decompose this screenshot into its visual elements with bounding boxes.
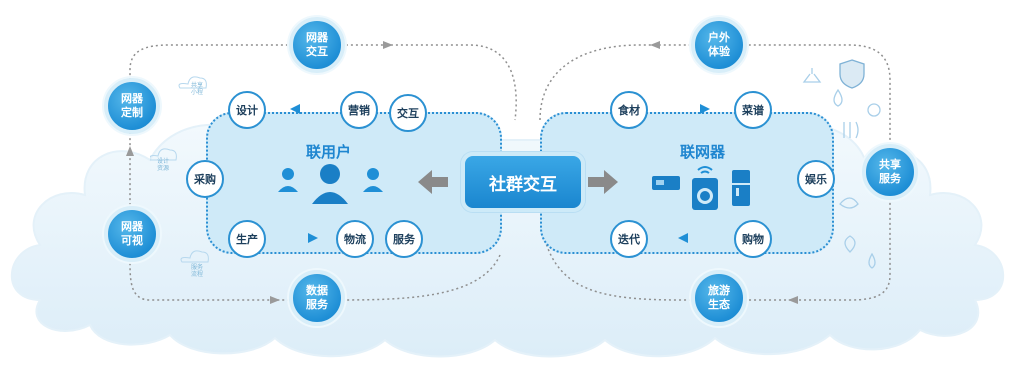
node-network-custom: 网器 定制 bbox=[104, 78, 160, 134]
arrow-right-icon bbox=[588, 170, 618, 194]
faint-label-3: 服务 流程 bbox=[190, 264, 203, 278]
gamepad-icon bbox=[867, 103, 881, 117]
faint-cloud-icons bbox=[150, 76, 209, 263]
left-outer-loop bbox=[129, 44, 517, 301]
node-shopping: 购物 bbox=[734, 220, 772, 258]
hanger-icon bbox=[802, 68, 822, 83]
arrow-ingredients-to-recipes bbox=[700, 104, 710, 114]
fridge-icon bbox=[732, 170, 750, 206]
outer-arrow-4 bbox=[788, 296, 798, 304]
node-purchase: 采购 bbox=[186, 160, 224, 198]
faint-label-1: 共享 小程 bbox=[190, 82, 203, 96]
right-outer-loop bbox=[539, 44, 891, 301]
left-panel-title: 联用户 bbox=[306, 143, 352, 161]
node-iteration: 迭代 bbox=[610, 220, 648, 258]
outer-arrow-3 bbox=[650, 41, 660, 49]
drop-icon bbox=[833, 88, 843, 107]
outer-arrow-5 bbox=[126, 146, 134, 156]
node-production: 生产 bbox=[228, 220, 266, 258]
node-network-visual: 网器 可视 bbox=[104, 206, 160, 262]
arrow-marketing-to-design bbox=[290, 104, 300, 114]
cloud-icon bbox=[150, 148, 177, 161]
node-interaction: 交互 bbox=[389, 94, 427, 132]
cloud-icon bbox=[178, 76, 207, 89]
arrow-shopping-to-iteration bbox=[678, 233, 688, 243]
appliance-icons bbox=[652, 166, 750, 210]
node-design: 设计 bbox=[228, 91, 266, 129]
fork-icon bbox=[843, 121, 859, 139]
wifi-icon bbox=[697, 166, 713, 174]
node-marketing: 营销 bbox=[340, 91, 378, 129]
arrow-production-to-logistics bbox=[308, 233, 318, 243]
node-logistics: 物流 bbox=[336, 220, 374, 258]
leaf-icon bbox=[839, 197, 859, 209]
outer-arrow-1 bbox=[383, 41, 393, 49]
drop-icon bbox=[868, 252, 876, 269]
heart-icon bbox=[844, 235, 856, 253]
center-social-interaction: 社群交互 bbox=[461, 152, 585, 212]
appliance-icon bbox=[652, 176, 680, 190]
cloud-icon bbox=[180, 250, 209, 263]
node-ingredients: 食材 bbox=[610, 91, 648, 129]
users-icon bbox=[278, 164, 383, 204]
faint-label-2: 设计 资源 bbox=[156, 158, 169, 172]
node-recipes: 菜谱 bbox=[734, 91, 772, 129]
right-panel-title: 联网器 bbox=[680, 143, 726, 161]
node-network-interaction: 网器 交互 bbox=[289, 17, 345, 73]
shield-icon bbox=[839, 59, 865, 89]
node-outdoor: 户外 体验 bbox=[691, 17, 747, 73]
node-entertainment: 娱乐 bbox=[797, 160, 835, 198]
node-data-service: 数据 服务 bbox=[289, 270, 345, 326]
node-service: 服务 bbox=[385, 220, 423, 258]
washing-machine-icon bbox=[692, 178, 718, 210]
outer-arrow-2 bbox=[270, 296, 280, 304]
arrow-left-icon bbox=[418, 170, 448, 194]
faint-decor-icons bbox=[802, 59, 881, 269]
node-sharing-service: 共享 服务 bbox=[862, 144, 918, 200]
node-travel-ecology: 旅游 生态 bbox=[691, 270, 747, 326]
